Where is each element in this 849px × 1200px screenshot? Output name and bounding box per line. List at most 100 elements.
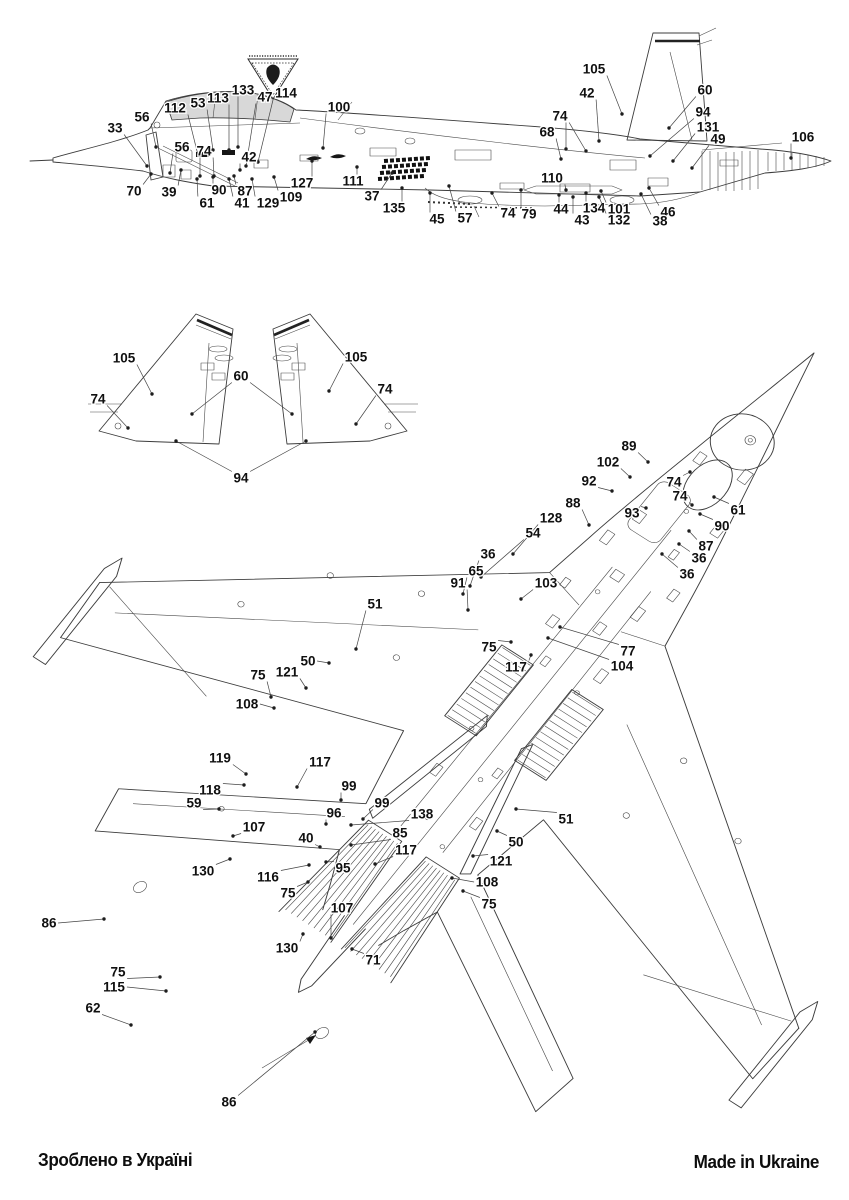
- callout-target-dot: [620, 112, 624, 116]
- callout-target-dot: [461, 889, 465, 893]
- callout-label: 39: [161, 185, 176, 200]
- callout-target-dot: [509, 640, 513, 644]
- callout-leader: [259, 703, 275, 709]
- callout-label: 107: [331, 901, 354, 916]
- callout-target-dot: [228, 857, 232, 861]
- callout-leader: [123, 134, 148, 167]
- callout-leader: [251, 178, 256, 197]
- callout-leader: [374, 856, 394, 865]
- callout-leader: [466, 589, 469, 611]
- callout-label: 65: [468, 564, 484, 579]
- callout-leader: [212, 157, 215, 177]
- callout-label: 128: [540, 511, 563, 526]
- callout-target-dot: [646, 460, 650, 464]
- callout-label: 74: [500, 206, 516, 221]
- callout-leader: [661, 553, 679, 568]
- bird-decal: [330, 154, 346, 159]
- callout-leader: [257, 99, 274, 163]
- callout-leader: [280, 864, 310, 871]
- callout-label: 131: [697, 120, 720, 135]
- callout-target-dot: [327, 389, 331, 393]
- callout-target-dot: [468, 584, 472, 588]
- callout-label: 36: [480, 547, 496, 562]
- callout-target-dot: [461, 592, 465, 596]
- callout-leader: [568, 122, 587, 152]
- callout-target-dot: [495, 829, 499, 833]
- callout-leader: [512, 524, 539, 555]
- callout-leader: [215, 858, 231, 865]
- callout-leader: [196, 178, 199, 197]
- callout-label: 50: [300, 654, 315, 669]
- callout-label: 70: [126, 184, 141, 199]
- callout-leader: [606, 75, 623, 115]
- callout-label: 138: [411, 807, 434, 822]
- callout-target-dot: [667, 126, 671, 130]
- callout-label: 94: [695, 105, 711, 120]
- side-view-drawing: [29, 27, 832, 218]
- callout-leader: [380, 172, 393, 190]
- callout-leader: [177, 169, 182, 186]
- callout-target-dot: [250, 177, 254, 181]
- callout-leader: [678, 543, 691, 552]
- callout-target-dot: [236, 145, 240, 149]
- callout-label: 42: [241, 150, 256, 165]
- callout-leader: [322, 113, 327, 149]
- callout-target-dot: [179, 168, 183, 172]
- callout-label: 75: [110, 965, 126, 980]
- callout-target-dot: [564, 147, 568, 151]
- callout-leader: [355, 395, 377, 425]
- callout-target-dot: [584, 191, 588, 195]
- callout-label: 51: [558, 812, 574, 827]
- callout-label: 42: [579, 86, 594, 101]
- callout-target-dot: [217, 807, 221, 811]
- nozzle-petals: [278, 819, 460, 984]
- callout-target-dot: [687, 529, 691, 533]
- left-fin: [88, 313, 234, 445]
- callout-target-dot: [102, 917, 106, 921]
- callout-label: 75: [280, 886, 296, 901]
- callout-label: 129: [257, 196, 280, 211]
- callout-target-dot: [196, 153, 200, 157]
- tail-fin-views-drawing: [88, 313, 418, 445]
- callout-target-dot: [145, 164, 149, 168]
- callout-target-dot: [349, 823, 353, 827]
- callout-target-dot: [639, 192, 643, 196]
- callout-label: 60: [233, 369, 248, 384]
- callout-leader: [451, 877, 475, 883]
- callout-label: 33: [107, 121, 123, 136]
- callout-leader: [175, 440, 233, 472]
- callout-target-dot: [373, 862, 377, 866]
- callout-label: 75: [481, 640, 497, 655]
- callout-label: 130: [192, 864, 215, 879]
- irst-ball: [153, 121, 161, 129]
- callout-label: 95: [335, 861, 351, 876]
- callout-leader: [266, 681, 272, 698]
- callout-leader: [691, 145, 710, 169]
- callout-leader: [555, 138, 562, 160]
- callout-label: 112: [164, 101, 186, 116]
- callout-leader: [232, 764, 247, 775]
- callout-label: 86: [41, 916, 57, 931]
- callout-target-dot: [361, 817, 365, 821]
- callout-label: 50: [508, 835, 523, 850]
- callout-leader: [515, 808, 557, 813]
- callout-leader: [296, 881, 309, 887]
- callout-target-dot: [597, 195, 601, 199]
- callout-leader: [299, 678, 307, 689]
- callout-label: 68: [539, 125, 555, 140]
- callout-label: 106: [792, 130, 815, 145]
- callout-target-dot: [546, 636, 550, 640]
- callout-target-dot: [647, 186, 651, 190]
- callout-target-dot: [400, 186, 404, 190]
- callout-leader: [598, 196, 607, 214]
- callout-label: 133: [232, 83, 255, 98]
- callout-target-dot: [479, 575, 483, 579]
- callout-leader: [672, 133, 696, 162]
- callout-leader: [249, 382, 293, 415]
- callout-target-dot: [158, 975, 162, 979]
- callout-target-dot: [313, 1030, 317, 1034]
- callout-label: 74: [196, 144, 212, 159]
- callout-target-dot: [198, 174, 202, 178]
- callout-label: 75: [481, 897, 497, 912]
